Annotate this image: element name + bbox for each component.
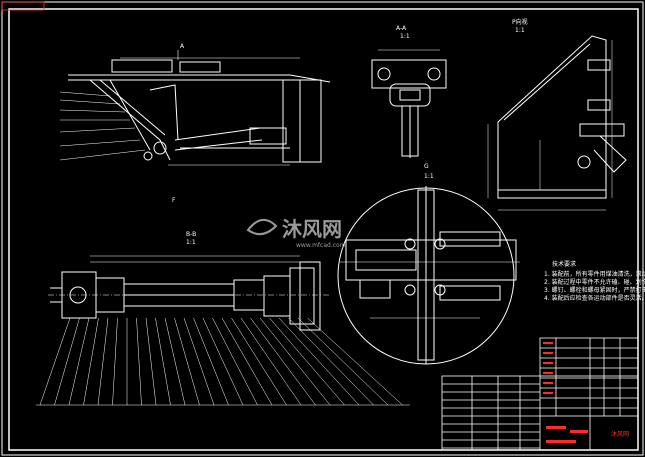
tech-req-line-3: 3. 螺钉、螺栓和螺母紧固时，严禁打击或使用不合适的旋具和扳手；: [544, 286, 645, 294]
marker-a-label: A: [180, 43, 185, 50]
leader-line: [39, 317, 71, 406]
section-aa-label: A-A: [396, 25, 407, 32]
leader-line: [288, 317, 374, 406]
detail-g-scale: 1:1: [424, 173, 434, 180]
arm-assembly-view: [68, 57, 331, 166]
leader-line: [193, 317, 229, 406]
leader-line: [297, 317, 389, 406]
arm-leader-lines: [59, 91, 146, 161]
leader-line: [231, 317, 287, 406]
leader-line: [136, 317, 142, 406]
tech-req-title: 技术要求: [552, 260, 576, 268]
tech-req-line-1: 1. 装配前，所有零件用煤油清洗，滚动轴承用汽油清洗；: [544, 270, 645, 278]
leader-line: [164, 317, 186, 406]
view-p-label: P向视: [512, 18, 528, 26]
leader-line: [145, 317, 157, 406]
leader-line: [155, 317, 171, 406]
leader-line: [112, 317, 118, 406]
leader-line: [307, 317, 403, 406]
leader-line: [240, 317, 302, 406]
section-bb-view: [48, 255, 330, 331]
leader-line: [202, 317, 244, 406]
detail-g-label: G: [424, 163, 429, 170]
parts-list-table: [539, 337, 639, 417]
view-p: [487, 35, 627, 211]
view-p-scale: 1:1: [515, 27, 525, 34]
leader-line: [54, 317, 80, 406]
leader-line: [174, 317, 200, 406]
section-aa-view: [371, 49, 447, 158]
leader-line: [221, 317, 273, 406]
watermark-url: www.mfcad.com: [296, 242, 346, 249]
leader-line: [278, 317, 360, 406]
title-block: [441, 375, 639, 451]
leader-line: [68, 317, 90, 406]
inner-border: [8, 8, 639, 451]
section-aa-scale: 1:1: [400, 33, 410, 40]
leader-line: [83, 317, 99, 406]
title-tag-box: [1, 1, 45, 11]
leader-line: [259, 317, 331, 406]
leader-line: [269, 317, 345, 406]
title-block-red-marks: [546, 426, 588, 443]
bb-leader-lines: [39, 317, 403, 406]
tech-req-line-4: 4. 装配后应检查各运动部件是否灵活。: [544, 294, 645, 302]
title-block-stamp: 沐风网: [611, 430, 629, 438]
leader-line: [97, 317, 109, 406]
leader-line: [183, 317, 215, 406]
tech-req-line-2: 2. 装配过程中零件不允许磕、碰、划伤和锈蚀；: [544, 278, 645, 286]
detail-g-view: [337, 186, 520, 365]
watermark-logo-icon: [246, 219, 278, 236]
watermark-brand: 沐风网: [282, 217, 342, 241]
leader-line: [250, 317, 316, 406]
marker-f-label: F: [172, 197, 176, 204]
parts-list-red-marks: [543, 342, 553, 394]
section-bb-scale: 1:1: [186, 239, 196, 246]
watermark: 沐风网 www.mfcad.com: [246, 217, 346, 249]
section-bb-label: B-B: [186, 231, 196, 238]
leader-line: [212, 317, 258, 406]
